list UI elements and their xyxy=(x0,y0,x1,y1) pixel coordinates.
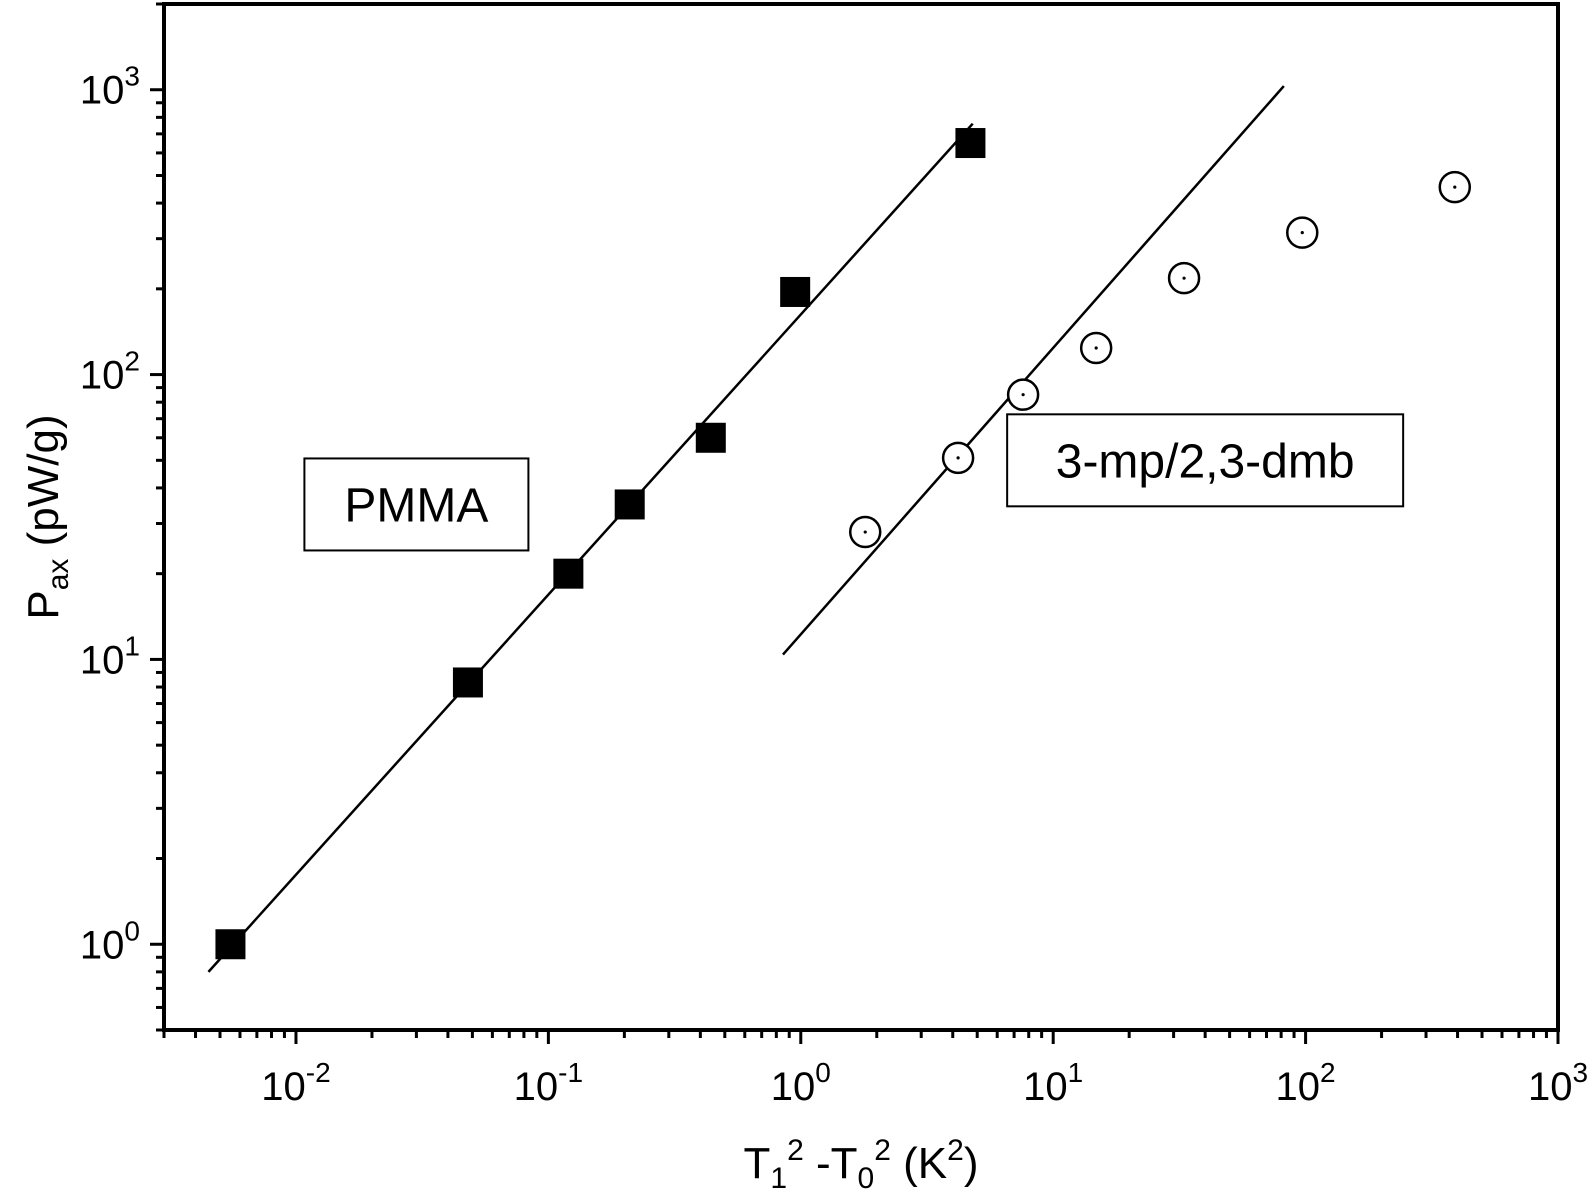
data-point-square xyxy=(215,929,246,960)
fit-line xyxy=(782,85,1285,656)
fit-line xyxy=(207,122,974,973)
y-tick-label: 102 xyxy=(80,346,140,398)
data-point-circle xyxy=(1006,378,1040,411)
circle-dot xyxy=(956,456,960,460)
axis-title-part: 2 xyxy=(947,1134,964,1167)
circle-dot xyxy=(1453,185,1457,189)
y-tick-label: 103 xyxy=(80,61,140,113)
axis-ticks xyxy=(150,2,1560,1044)
circle-dot xyxy=(863,530,867,534)
series-label-text: PMMA xyxy=(344,479,488,532)
label-box-frame xyxy=(303,457,530,552)
axis-title-part: ax xyxy=(42,559,75,591)
y-tick-label: 100 xyxy=(80,915,140,967)
axis-title-part: T xyxy=(744,1139,771,1188)
fit-lines xyxy=(207,85,1285,973)
x-tick-label: 101 xyxy=(1023,1057,1083,1109)
series-label-box: PMMA xyxy=(303,457,530,552)
circle-dot xyxy=(1300,231,1304,235)
axis-tick-labels: 10-2 10-1 100 101 102 103 100 101 102 103 xyxy=(80,61,1588,1109)
text-boxes: PMMA 3-mp/2,3-dmb xyxy=(303,413,1405,552)
axis-title-part: ) xyxy=(964,1139,979,1188)
data-point-square xyxy=(553,558,584,589)
data-point-square xyxy=(452,667,483,698)
x-tick-label: 10-2 xyxy=(261,1057,330,1109)
x-tick-label: 103 xyxy=(1528,1057,1588,1109)
data-point-circle xyxy=(1286,216,1319,249)
axis-title-part: 0 xyxy=(858,1162,875,1195)
data-point-circle xyxy=(1079,331,1113,365)
circle-dot xyxy=(1021,393,1025,397)
data-markers xyxy=(215,128,1472,960)
plot-frame xyxy=(162,2,1560,1032)
axis-title-part: P xyxy=(19,590,68,619)
axis-title-part: (pW/g) xyxy=(19,414,68,558)
data-point-square xyxy=(695,422,726,453)
series-label-box: 3-mp/2,3-dmb xyxy=(1006,413,1405,508)
axis-title-part: 1 xyxy=(770,1162,787,1195)
data-point-circle xyxy=(1438,170,1472,204)
series-label-text: 3-mp/2,3-dmb xyxy=(1056,435,1355,488)
data-point-square xyxy=(955,128,986,159)
data-point-circle xyxy=(941,441,975,475)
axis-title-part: 2 xyxy=(787,1134,804,1167)
x-tick-label: 102 xyxy=(1276,1057,1336,1109)
data-point-circle xyxy=(1167,261,1201,295)
circle-dot xyxy=(1094,346,1098,350)
data-point-circle xyxy=(848,515,882,549)
axis-title-part: (K xyxy=(891,1139,947,1188)
x-tick-label: 100 xyxy=(771,1057,831,1109)
data-point-square xyxy=(614,489,645,520)
x-tick-label: 10-1 xyxy=(514,1057,583,1109)
y-tick-label: 101 xyxy=(80,630,140,682)
data-point-square xyxy=(780,276,811,307)
axis-title-part: -T xyxy=(804,1139,858,1188)
axis-title-part: 2 xyxy=(874,1134,891,1167)
y-axis-title: Pax (pW/g) xyxy=(19,414,75,619)
x-axis-title: T12 -T02 (K2) xyxy=(744,1134,979,1195)
label-box-frame xyxy=(1006,413,1405,508)
circle-dot xyxy=(1182,276,1186,280)
